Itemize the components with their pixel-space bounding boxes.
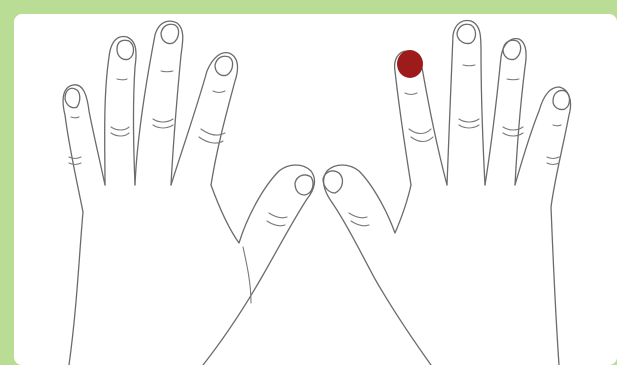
right-ring-nail <box>502 39 522 61</box>
right-middle-nail <box>456 23 477 45</box>
left-middle-nail <box>160 23 180 45</box>
diagram-panel <box>14 14 617 365</box>
left-middle-finger <box>134 20 184 186</box>
left-index-finger <box>170 51 239 186</box>
right-thumb-nail <box>322 170 344 194</box>
fingertip-marker-dot <box>397 50 423 78</box>
right-pinky-nail <box>552 89 571 111</box>
right-middle-finger <box>446 19 486 186</box>
left-thumb <box>202 164 316 365</box>
right-ring-finger <box>484 37 527 186</box>
right-pinky-finger <box>514 86 572 365</box>
left-pinky-finger <box>62 84 106 365</box>
hands-illustration <box>62 19 572 365</box>
right-thumb <box>322 164 432 365</box>
left-hand <box>62 20 316 365</box>
left-ring-finger <box>104 35 137 186</box>
left-ring-nail <box>116 39 135 61</box>
left-thumb-nail <box>294 174 314 196</box>
left-index-nail <box>214 55 234 77</box>
right-hand <box>322 19 572 365</box>
left-pinky-nail <box>64 87 81 109</box>
